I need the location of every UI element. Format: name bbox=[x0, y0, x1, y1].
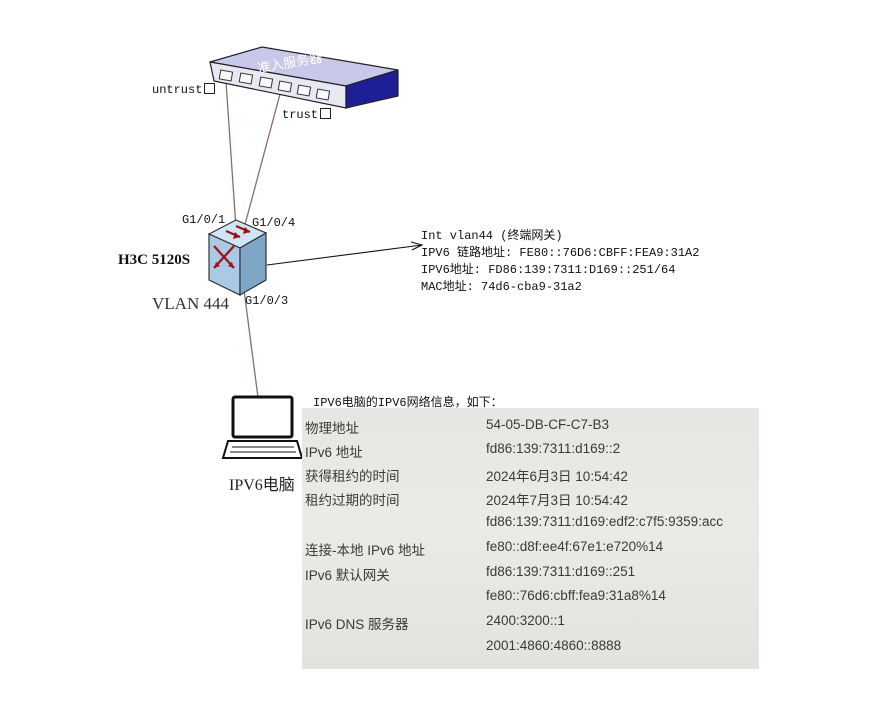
detail-label: 获得租约的时间 bbox=[305, 469, 400, 484]
detail-label: 连接-本地 IPv6 地址 bbox=[305, 543, 426, 558]
detail-label: 物理地址 bbox=[305, 421, 359, 436]
detail-value: fd86:139:7311:d169::251 bbox=[486, 564, 636, 579]
link-untrust-to-g1-0-1 bbox=[225, 81, 237, 229]
trust-port-box bbox=[320, 108, 332, 119]
detail-label: IPv6 DNS 服务器 bbox=[305, 617, 409, 632]
trust-text: trust bbox=[282, 108, 319, 122]
switch-icon bbox=[207, 219, 268, 297]
gateway-info-line: MAC地址: 74d6-cba9-31a2 bbox=[421, 280, 582, 294]
access-server-device bbox=[209, 46, 399, 109]
link-trust-to-g1-0-4 bbox=[242, 93, 281, 233]
detail-value: 2024年7月3日 10:54:42 bbox=[486, 493, 628, 508]
detail-value: fd86:139:7311:d169:edf2:c7f5:9359:acc bbox=[486, 514, 723, 529]
gateway-info-block: Int vlan44 (终端网关) IPV6 链路地址: FE80::76D6:… bbox=[421, 228, 699, 296]
detail-value: fe80::76d6:cbff:fea9:31a8%14 bbox=[486, 588, 666, 603]
detail-value: 2001:4860:4860::8888 bbox=[486, 638, 622, 653]
detail-value: fd86:139:7311:d169::2 bbox=[486, 441, 621, 456]
vlan-label: VLAN 444 bbox=[152, 294, 229, 313]
untrust-port-box bbox=[204, 83, 216, 94]
gateway-info-line: Int vlan44 (终端网关) bbox=[421, 229, 563, 243]
arrow-switch-to-gateway-info bbox=[266, 241, 424, 266]
detail-label: IPv6 地址 bbox=[305, 445, 363, 460]
untrust-port-label: untrust bbox=[152, 83, 216, 97]
pc-info-heading: IPV6电脑的IPV6网络信息，如下： bbox=[313, 396, 503, 410]
switch-name-label: H3C 5120S bbox=[118, 252, 191, 268]
detail-value: 2024年6月3日 10:54:42 bbox=[486, 469, 628, 484]
port-g1-0-1-label: G1/0/1 bbox=[182, 213, 226, 227]
laptop-icon bbox=[221, 395, 304, 459]
detail-value: fe80::d8f:ee4f:67e1:e720%14 bbox=[486, 539, 664, 554]
gateway-info-line: IPV6 链路地址: FE80::76D6:CBFF:FEA9:31A2 bbox=[421, 246, 700, 260]
access-server-ports bbox=[218, 69, 331, 101]
untrust-text: untrust bbox=[152, 83, 203, 97]
detail-value: 54-05-DB-CF-C7-B3 bbox=[486, 417, 610, 432]
port-g1-0-3-label: G1/0/3 bbox=[245, 294, 289, 308]
detail-value: 2400:3200::1 bbox=[486, 613, 565, 628]
port-g1-0-4-label: G1/0/4 bbox=[252, 216, 296, 230]
gateway-info-line: IPV6地址: FD86:139:7311:D169::251/64 bbox=[421, 263, 676, 277]
detail-label: 租约过期的时间 bbox=[305, 493, 400, 508]
pc-label: IPV6电脑 bbox=[229, 477, 295, 494]
trust-port-label: trust bbox=[282, 108, 332, 122]
detail-label: IPv6 默认网关 bbox=[305, 568, 390, 583]
pc-network-details-photo: 物理地址 54-05-DB-CF-C7-B3 IPv6 地址 fd86:139:… bbox=[302, 408, 759, 669]
